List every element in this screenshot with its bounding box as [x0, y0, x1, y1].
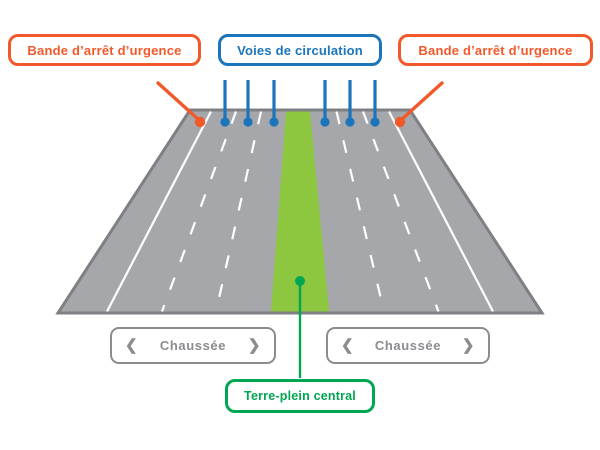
lane-pointer-dot: [370, 117, 380, 127]
central-median: [271, 111, 329, 312]
chaussee-label: Chaussée: [374, 338, 442, 353]
label-terre-plein-central: Terre-plein central: [225, 379, 375, 413]
label-text: Voies de circulation: [237, 42, 363, 58]
lane-marking-dashed-right-2: [361, 111, 440, 312]
label-text: Terre-plein central: [244, 389, 356, 403]
label-text: Bande d’arrêt d’urgence: [27, 42, 182, 58]
lane-pointer-dot: [345, 117, 355, 127]
chaussee-box-right: ❮ Chaussée ❯: [326, 327, 490, 364]
lane-pointer-dot: [243, 117, 253, 127]
lane-marking-dashed-left-2: [214, 111, 263, 312]
median-pointer-dot: [295, 276, 305, 286]
emergency-pointer-line-left: [156, 81, 201, 122]
emergency-band-pointers: [156, 81, 444, 128]
lane-marking-dashed-left-1: [160, 111, 238, 312]
emergency-pointer-dot-right: [394, 116, 406, 128]
chevron-left-icon[interactable]: ❮: [125, 337, 139, 354]
lane-pointers: [220, 80, 380, 127]
label-bande-arret-urgence-left: Bande d’arrêt d’urgence: [8, 34, 201, 66]
emergency-pointer-dot-left: [194, 116, 206, 128]
lane-pointer-dot: [320, 117, 330, 127]
chaussee-box-left: ❮ Chaussée ❯: [110, 327, 276, 364]
lane-marking-solid-left: [106, 110, 212, 313]
median-pointer: [295, 276, 305, 378]
chaussee-label: Chaussée: [159, 338, 227, 353]
chevron-left-icon[interactable]: ❮: [341, 337, 355, 354]
lane-pointer-dot: [269, 117, 279, 127]
chevron-right-icon[interactable]: ❯: [461, 337, 475, 354]
emergency-pointer-line-right: [399, 81, 444, 122]
label-text: Bande d’arrêt d’urgence: [418, 42, 573, 58]
lane-marking-dashed-right-1: [335, 111, 386, 312]
label-bande-arret-urgence-right: Bande d’arrêt d’urgence: [398, 34, 593, 66]
chevron-right-icon[interactable]: ❯: [247, 337, 261, 354]
lane-marking-solid-right: [388, 110, 494, 313]
lane-pointer-dot: [220, 117, 230, 127]
label-voies-de-circulation: Voies de circulation: [218, 34, 382, 66]
